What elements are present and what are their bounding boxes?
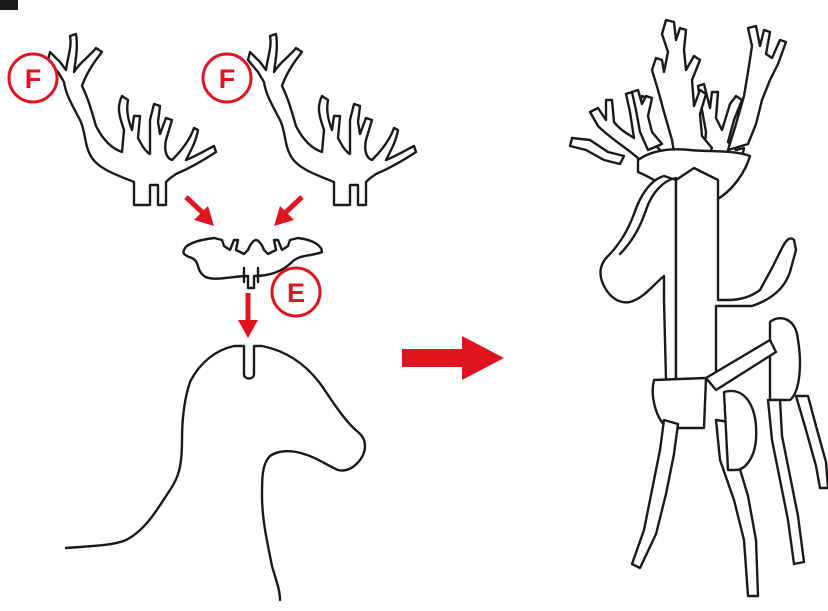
- rear-leg-right: [796, 396, 828, 488]
- svg-text:F: F: [25, 64, 42, 94]
- svg-text:E: E: [287, 278, 305, 308]
- assembled-reindeer: [570, 20, 828, 596]
- reindeer-head-neck: [601, 176, 676, 380]
- front-leg-left: [632, 420, 678, 568]
- insert-arrow-left: [186, 197, 214, 226]
- badge-e: E: [272, 268, 320, 316]
- badge-f-right: F: [203, 54, 251, 102]
- result-arrow: [402, 336, 504, 380]
- front-leg-disc: [724, 391, 756, 470]
- antler-piece-left: [48, 34, 216, 205]
- front-antler-right: [728, 26, 786, 150]
- svg-text:F: F: [219, 64, 236, 94]
- corner-tab: [0, 0, 18, 10]
- badge-f-left: F: [9, 54, 57, 102]
- reindeer-body-rear-rib: [770, 318, 800, 400]
- insert-arrow-down: [238, 293, 258, 338]
- rear-leg-left: [768, 400, 804, 564]
- deer-head-outline: [66, 346, 365, 600]
- antler-piece-right: [248, 34, 416, 205]
- insert-arrow-right: [274, 197, 302, 226]
- reindeer-body-front-rib: [653, 378, 706, 428]
